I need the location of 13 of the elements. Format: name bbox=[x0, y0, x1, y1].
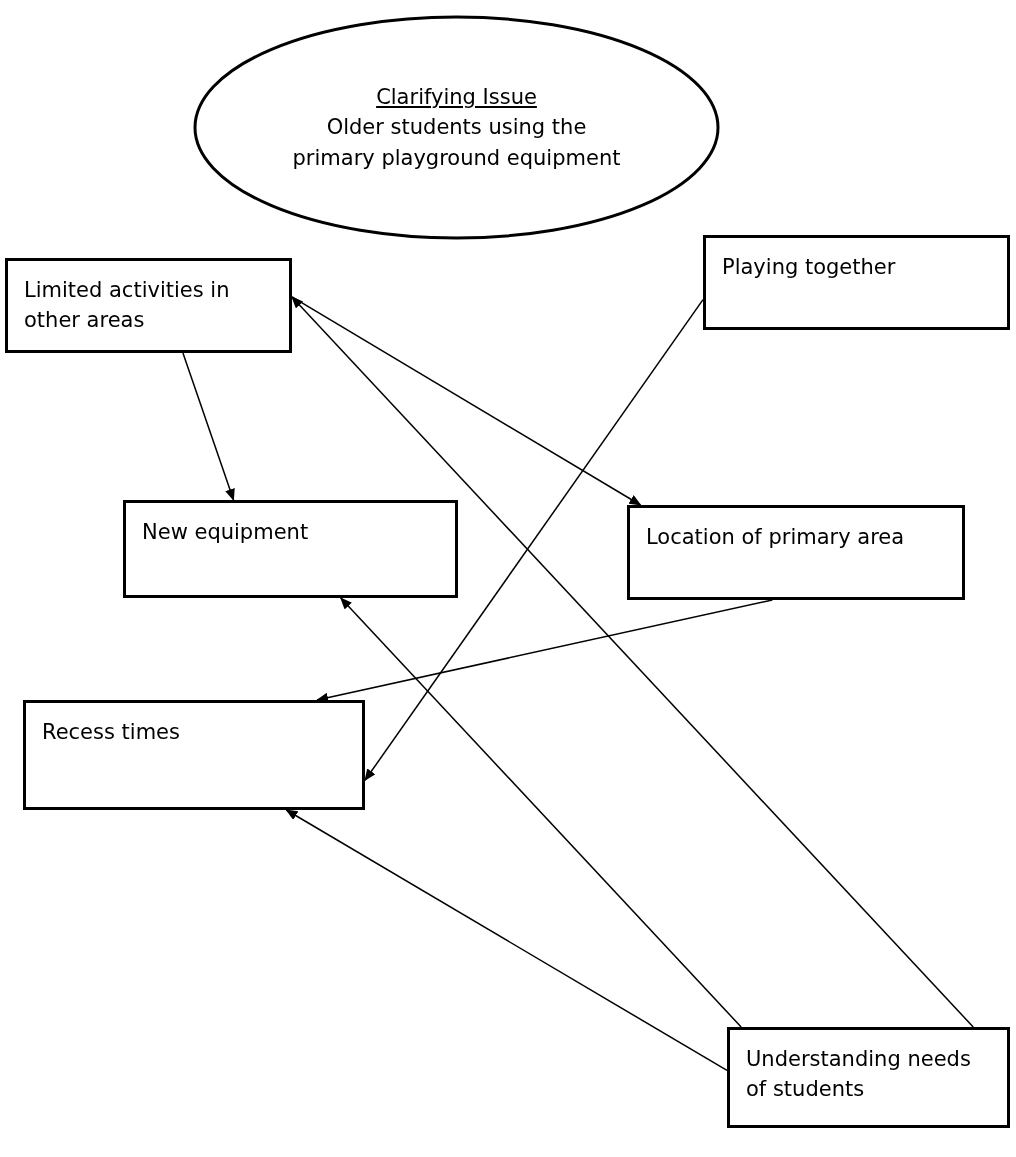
factor-box: Understanding needs of students bbox=[727, 1027, 1010, 1128]
arrow bbox=[291, 296, 974, 1028]
factor-box: New equipment bbox=[123, 500, 458, 598]
ellipse-text: Older students using the primary playground equipment bbox=[291, 114, 622, 172]
arrow bbox=[340, 597, 742, 1028]
factor-box: Limited activities in other areas bbox=[5, 258, 292, 353]
arrow bbox=[182, 352, 235, 501]
factor-box: Playing together bbox=[703, 235, 1010, 330]
arrow bbox=[364, 298, 704, 782]
factor-box: Location of primary area bbox=[627, 505, 965, 600]
factor-box: Recess times bbox=[23, 700, 365, 810]
arrow bbox=[285, 809, 728, 1072]
ellipse-heading: Clarifying Issue bbox=[376, 83, 537, 111]
